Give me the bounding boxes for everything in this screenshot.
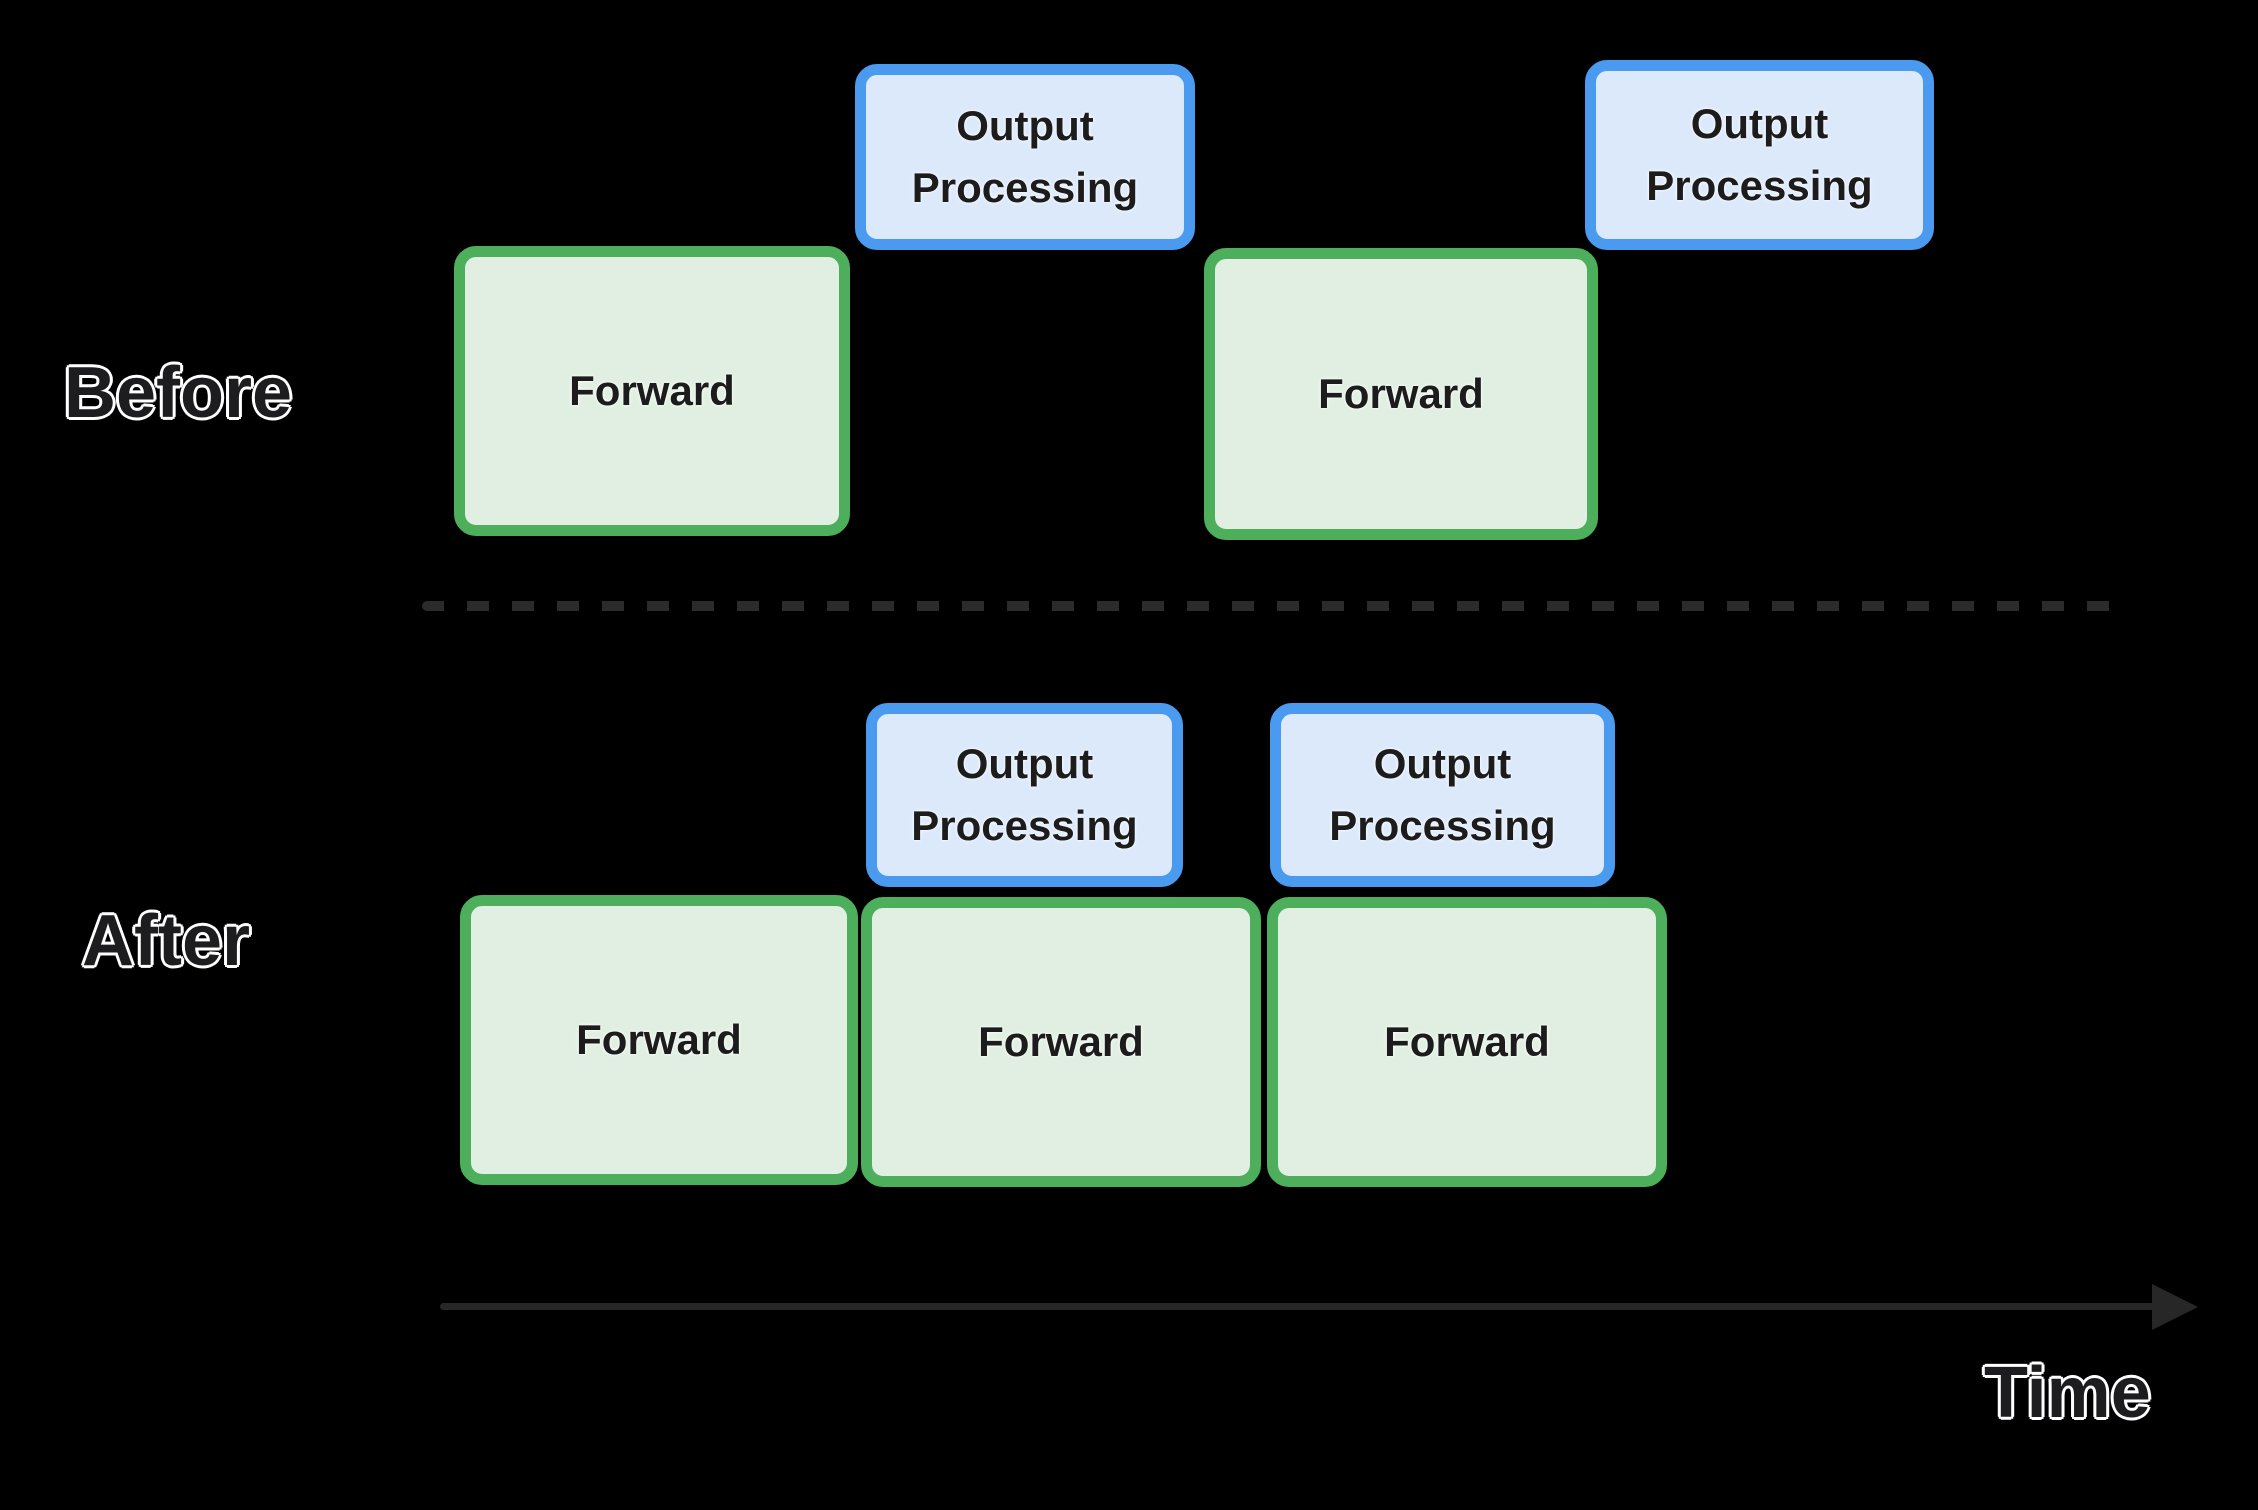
output-processing-box-label: Output Processing xyxy=(911,101,1139,211)
before-forward-box-2: Forward xyxy=(1204,248,1598,540)
after-forward-box-3: Forward xyxy=(1267,897,1667,1187)
output-processing-box-label: Output Processing xyxy=(1329,739,1556,849)
output-processing-box-label: Output Processing xyxy=(911,739,1138,849)
before-row-label: Before xyxy=(64,353,293,433)
before-after-divider xyxy=(422,601,2128,611)
after-output-processing-box-1: Output Processing xyxy=(866,703,1183,887)
before-output-processing-box-2: Output Processing xyxy=(1585,60,1934,250)
before-forward-box-1: Forward xyxy=(454,246,850,536)
forward-box-label: Forward xyxy=(1384,1017,1550,1065)
after-forward-box-1: Forward xyxy=(460,895,858,1185)
after-forward-box-2: Forward xyxy=(861,897,1261,1187)
forward-box-label: Forward xyxy=(978,1017,1144,1065)
time-axis-line xyxy=(440,1303,2156,1310)
after-row-label: After xyxy=(82,901,251,981)
after-output-processing-box-2: Output Processing xyxy=(1270,703,1615,887)
time-axis-arrowhead-icon xyxy=(2152,1284,2198,1330)
forward-box-label: Forward xyxy=(576,1015,742,1063)
forward-box-label: Forward xyxy=(569,366,735,414)
output-processing-box-label: Output Processing xyxy=(1646,99,1873,209)
before-output-processing-box-1: Output Processing xyxy=(855,64,1195,250)
time-axis-label: Time xyxy=(1984,1353,2151,1433)
forward-box-label: Forward xyxy=(1318,369,1484,417)
